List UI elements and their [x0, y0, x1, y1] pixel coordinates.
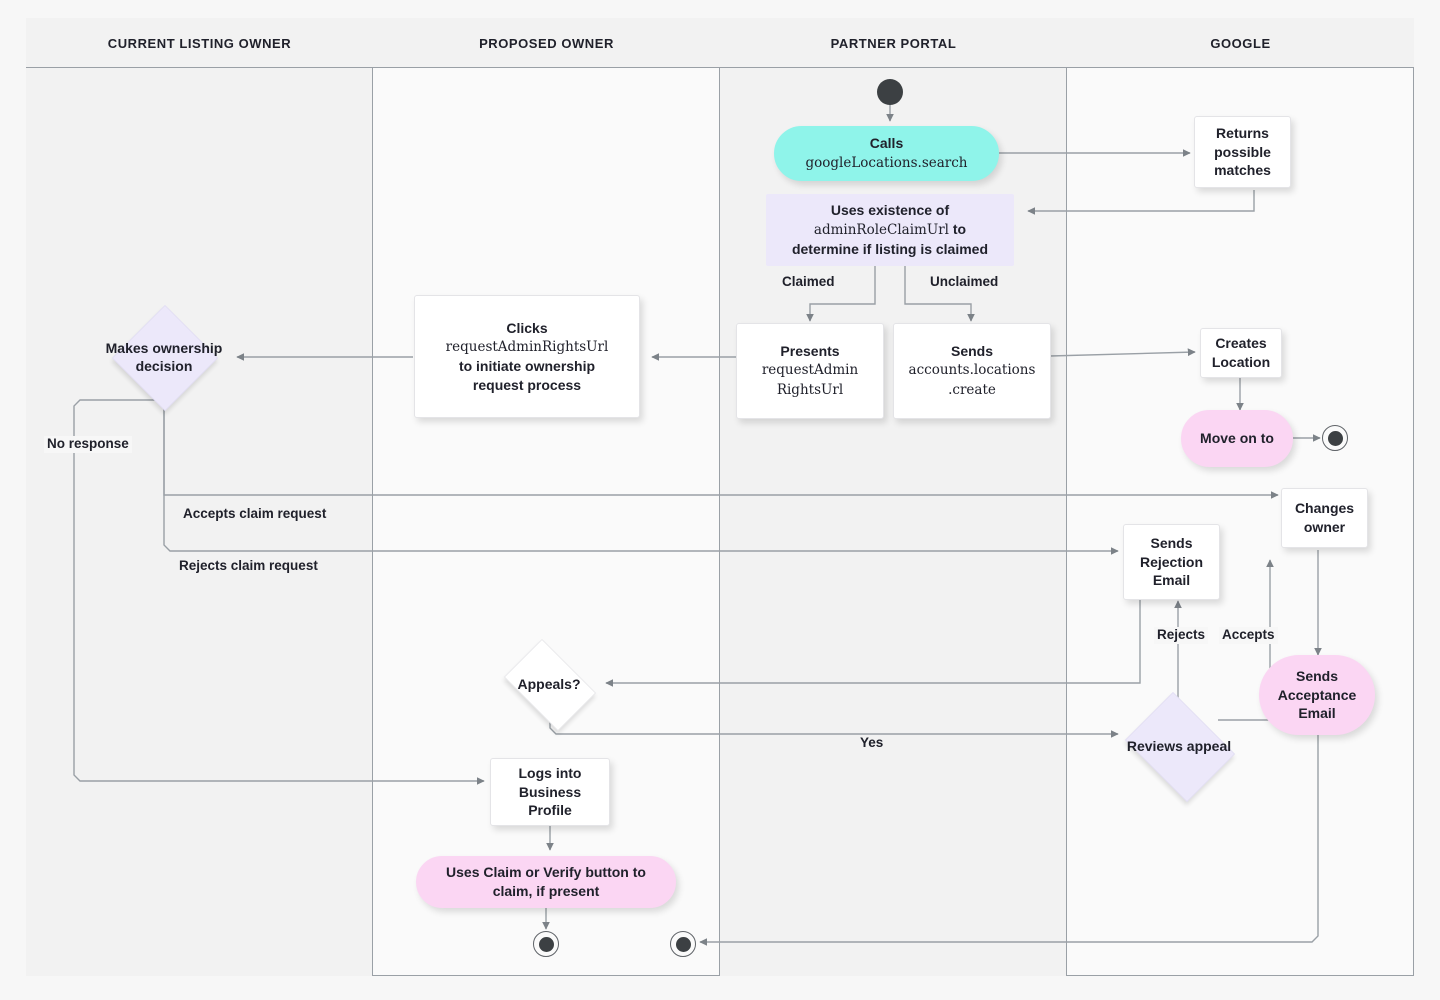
node-makes-decision-label: Makes ownership decision	[105, 339, 223, 374]
node-creates-location-label: Creates Location	[1211, 335, 1271, 370]
node-move-on-to[interactable]: Move on to	[1181, 410, 1293, 467]
node-sends-create-line2: accounts.locations	[908, 362, 1036, 379]
edge-uses-to-presents	[806, 266, 876, 322]
edge-label-rejects-claim-request: Rejects claim request	[179, 558, 318, 573]
node-reviews-appeal-label: Reviews appeal	[1126, 737, 1232, 754]
lane-column-proposed-owner	[373, 18, 720, 976]
node-uses-line2: adminRoleClaimUrl	[813, 222, 949, 239]
node-appeals-label: Appeals?	[517, 675, 581, 692]
edge-acceptance-email-to-end	[699, 735, 1319, 946]
node-sends-create-line1: Sends	[950, 342, 993, 359]
node-sends-acceptance-label: Sends Acceptance Email	[1277, 668, 1357, 722]
edge-label-accepts-claim-request: Accepts claim request	[183, 506, 327, 521]
node-sends-accounts-locations-create[interactable]: Sends accounts.locations .create	[893, 323, 1051, 419]
node-uses-claim-or-verify-button[interactable]: Uses Claim or Verify button to claim, if…	[416, 856, 676, 908]
node-clicks-request-admin-rights-url[interactable]: Clicks requestAdminRightsUrl to initiate…	[414, 295, 640, 418]
node-makes-ownership-decision[interactable]: Makes ownership decision	[106, 305, 222, 411]
node-reviews-appeal[interactable]: Reviews appeal	[1118, 692, 1240, 802]
node-sends-rejection-label: Sends Rejection Email	[1139, 535, 1203, 589]
node-sends-rejection-email[interactable]: Sends Rejection Email	[1123, 524, 1220, 600]
edge-label-no-response: No response	[44, 436, 132, 453]
end-node-google	[1322, 425, 1348, 451]
node-move-on-to-label: Move on to	[1200, 430, 1274, 447]
node-sends-acceptance-email[interactable]: Sends Acceptance Email	[1259, 655, 1375, 735]
edge-label-unclaimed: Unclaimed	[930, 274, 999, 289]
node-calls-google-locations-search[interactable]: Calls googleLocations.search	[774, 126, 999, 181]
node-calls-line1: Calls	[869, 135, 904, 152]
edge-uses-to-sends-create	[904, 266, 975, 322]
node-presents-line3: RightsUrl	[776, 382, 844, 399]
node-uses-line4: determine if listing is claimed	[791, 240, 989, 257]
end-node-proposed-owner	[533, 931, 559, 957]
swimlane-header-row	[26, 18, 1414, 68]
node-uses-existence-admin-role-claim-url[interactable]: Uses existence of adminRoleClaimUrl to d…	[766, 194, 1014, 266]
node-appeals-decision[interactable]: Appeals?	[496, 639, 602, 731]
edge-label-accepts: Accepts	[1219, 627, 1278, 644]
edge-label-yes: Yes	[860, 735, 884, 750]
node-clicks-line1: Clicks	[506, 319, 548, 336]
edge-rejects-claim-to-rejection-email	[163, 400, 1119, 555]
node-sends-create-line3: .create	[948, 382, 996, 399]
node-clicks-line4: request process	[472, 376, 582, 393]
node-returns-label: Returns possible matches	[1214, 125, 1271, 179]
edge-no-response-to-logs-into	[73, 399, 485, 785]
node-logs-into-label: Logs into Business Profile	[518, 765, 582, 819]
node-calls-line2: googleLocations.search	[805, 154, 968, 171]
end-node-partner-portal	[670, 931, 696, 957]
lane-column-current-listing-owner	[26, 18, 373, 976]
node-presents-request-admin-rights-url[interactable]: Presents requestAdmin RightsUrl	[736, 323, 884, 419]
edge-accepts-claim-to-changes-owner	[163, 400, 1279, 499]
node-creates-location[interactable]: Creates Location	[1200, 328, 1282, 378]
edge-label-rejects: Rejects	[1154, 627, 1209, 644]
node-uses-line1: Uses existence of	[830, 202, 950, 219]
node-clicks-line2: requestAdminRightsUrl	[445, 339, 609, 356]
node-changes-owner-label: Changes owner	[1294, 500, 1355, 535]
edge-returns-to-uses	[1027, 190, 1255, 215]
start-node-partner-portal	[877, 79, 903, 105]
node-clicks-line3: to initiate ownership	[458, 358, 596, 375]
node-uses-claim-label: Uses Claim or Verify button to claim, if…	[446, 864, 646, 899]
node-uses-line3: to	[952, 221, 967, 238]
node-presents-line2: requestAdmin	[761, 362, 859, 379]
edge-rejection-email-to-appeals	[605, 600, 1141, 687]
node-logs-into-business-profile[interactable]: Logs into Business Profile	[490, 758, 610, 826]
edge-create-to-creates-location	[1049, 348, 1196, 357]
node-returns-possible-matches[interactable]: Returns possible matches	[1194, 116, 1291, 188]
edge-appeals-yes-to-reviews	[549, 711, 1119, 738]
edge-label-claimed: Claimed	[782, 274, 835, 289]
node-presents-line1: Presents	[780, 342, 840, 359]
node-changes-owner[interactable]: Changes owner	[1281, 488, 1368, 548]
